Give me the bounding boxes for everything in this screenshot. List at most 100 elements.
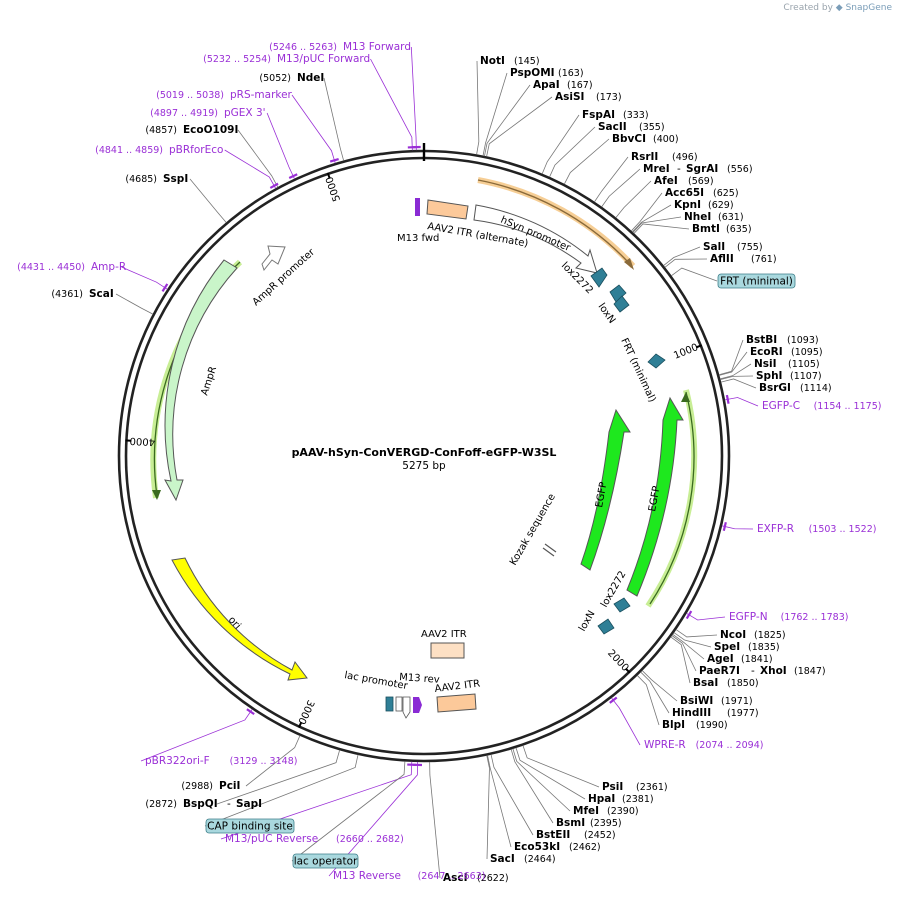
snapgene-logo-icon: ◆ (835, 3, 843, 13)
primer-wpre-r[interactable]: WPRE-R(2074 .. 2094) (644, 739, 763, 751)
ampr-line-head-icon (152, 490, 161, 500)
site-blpi-name: BlpI (662, 719, 685, 731)
site-paer7i[interactable]: PaeR7I (699, 665, 740, 677)
site-fspai[interactable]: FspAI(333) (582, 109, 649, 121)
site-sapi[interactable]: -SapI (227, 798, 262, 810)
site-ncoi-position: (1825) (754, 630, 786, 641)
primer-egfp-c-range: (1154 .. 1175) (814, 401, 882, 412)
site-ndei[interactable]: NdeI(5052) (259, 72, 324, 84)
primer-pbrforeco-name: pBRforEco (169, 144, 223, 156)
site-asci-leader (429, 761, 441, 879)
primer-amp-r-leader (121, 266, 168, 290)
primer-m13-reverse-name: M13 Reverse (333, 870, 401, 882)
site-agei[interactable]: AgeI(1841) (707, 653, 773, 665)
site-asisi[interactable]: AsiSI(173) (555, 91, 622, 103)
primer-exfp-r-name: EXFP-R (757, 523, 794, 535)
tick-mark (695, 344, 703, 349)
primer-amp-r-name: Amp-R (91, 261, 126, 273)
site-sacii[interactable]: SacII(355) (598, 121, 665, 133)
site-xhoi[interactable]: -XhoI(1847) (751, 665, 826, 677)
primer-m13-reverse[interactable]: M13 Reverse(2647 .. 2663) (333, 870, 485, 882)
site-sali[interactable]: SalI(755) (703, 241, 763, 253)
site-nsii-name: NsiI (754, 358, 777, 370)
primer-egfp-n[interactable]: EGFP-N(1762 .. 1783) (729, 611, 848, 623)
site-bsrgi-position: (1114) (800, 383, 832, 394)
site-hindiii[interactable]: HindIII(1977) (672, 707, 759, 719)
site-afei[interactable]: AfeI(569) (654, 175, 714, 187)
site-bmti[interactable]: BmtI(635) (692, 223, 752, 235)
site-bsrgi[interactable]: BsrGI(1114) (759, 382, 832, 394)
site-hindiii-name: HindIII (672, 707, 711, 719)
primer-pgex-3-range: (4897 .. 4919) (150, 108, 218, 119)
site-kpni[interactable]: KpnI(629) (674, 199, 734, 211)
primer-egfp-c[interactable]: EGFP-C(1154 .. 1175) (762, 400, 881, 412)
site-mfei[interactable]: MfeI(2390) (573, 805, 639, 817)
egfp-inner-arrow (580, 408, 631, 571)
site-pcii[interactable]: PciI(2988) (181, 780, 240, 792)
primer-pgex-3-leader (266, 112, 295, 179)
site-rsrii[interactable]: RsrII(496) (631, 151, 698, 163)
site-ecori[interactable]: EcoRI(1095) (750, 346, 823, 358)
site-aflii[interactable]: AflII(761) (710, 253, 777, 265)
primer-pgex-3[interactable]: pGEX 3'(4897 .. 4919) (150, 107, 265, 119)
site-bstbi[interactable]: BstBI(1093) (746, 334, 819, 346)
site-nsii[interactable]: NsiI(1105) (754, 358, 820, 370)
site-rsrii-leader (594, 156, 629, 203)
primer-pbrforeco[interactable]: pBRforEco(4841 .. 4859) (95, 144, 223, 156)
site-psii[interactable]: PsiI(2361) (602, 781, 668, 793)
site-bspqi[interactable]: BspQI(2872) (145, 798, 217, 810)
primer-pbr322ori-f[interactable]: pBR322ori-F(3129 .. 3148) (145, 755, 297, 767)
site-spei-position: (1835) (748, 642, 780, 653)
primer-exfp-r[interactable]: EXFP-R (1503 .. 1522) (757, 523, 876, 535)
site-pspomi-name: PspOMI (510, 67, 555, 79)
site-sspi[interactable]: SspI(4685) (125, 173, 188, 185)
site-mfei-leader (512, 748, 571, 812)
site-blpi[interactable]: BlpI(1990) (662, 719, 728, 731)
site-paer7i-name: PaeR7I (699, 665, 740, 677)
frt-min-label: FRT (minimal) (618, 337, 657, 405)
site-spei[interactable]: SpeI(1835) (714, 641, 780, 653)
site-acc65i[interactable]: Acc65I(625) (665, 187, 739, 199)
site-eco53ki[interactable]: Eco53kI(2462) (514, 841, 601, 853)
ampr-label: AmpR (199, 365, 219, 397)
primer-exfp-r-leader (721, 525, 754, 530)
primer-m13-puc-forward[interactable]: M13/pUC Forward(5232 .. 5254) (203, 53, 370, 65)
site-sphi[interactable]: SphI(1107) (756, 370, 822, 382)
site-noti[interactable]: NotI(145) (480, 55, 540, 67)
site-hpai[interactable]: HpaI(2381) (588, 793, 654, 805)
primer-amp-r[interactable]: Amp-R (4431 .. 4450) (17, 261, 126, 273)
site-hpai-leader (515, 747, 586, 800)
site-scai[interactable]: ScaI(4361) (51, 288, 113, 300)
site-bsteii[interactable]: BstEII(2452) (536, 829, 616, 841)
primer-amp-r-range: (4431 .. 4450) (17, 262, 85, 273)
primer-exfp-r-range: (1503 .. 1522) (809, 524, 877, 535)
primer-m13-forward[interactable]: M13 Forward(5246 .. 5263) (269, 41, 411, 53)
aav2-itr-bottom-label: AAV2 ITR (434, 678, 481, 694)
site-bsmi-position: (2395) (590, 818, 622, 829)
primer-prs-marker[interactable]: pRS-marker(5019 .. 5038) (156, 89, 292, 101)
boxed-cap-binding-site[interactable]: CAP binding site (205, 818, 295, 834)
boxed-lac-operator[interactable]: lac operator (292, 853, 359, 869)
site-apai[interactable]: ApaI(167) (533, 79, 593, 91)
ampr-arrow (164, 259, 238, 502)
site-ecori-leader (719, 351, 748, 376)
site-ecoo109i[interactable]: EcoO109I(4857) (145, 124, 238, 136)
site-sgrai[interactable]: -SgrAI(556) (677, 163, 753, 175)
site-bbvci[interactable]: BbvCI(400) (612, 133, 679, 145)
primer-m13-puc-reverse[interactable]: M13/pUC Reverse(2660 .. 2682) (225, 833, 404, 845)
site-bsmi[interactable]: BsmI(2395) (556, 817, 622, 829)
primer-wpre-r-leader (611, 697, 641, 746)
site-sgrai-name: SgrAI (686, 163, 718, 175)
snapgene-credit: Created by ◆ SnapGene (783, 3, 892, 13)
site-bsiwi[interactable]: BsiWI(1971) (680, 695, 753, 707)
site-ncoi[interactable]: NcoI(1825) (720, 629, 786, 641)
site-asci[interactable]: AscI(2622) (443, 872, 509, 884)
primer-amp-r-bar (161, 283, 169, 292)
site-bsai[interactable]: BsaI(1850) (693, 677, 759, 689)
site-nhei[interactable]: NheI(631) (684, 211, 744, 223)
site-mrei[interactable]: MreI (643, 163, 670, 175)
site-saci[interactable]: SacI(2464) (490, 853, 556, 865)
boxed-frt-minimal[interactable]: FRT (minimal) (717, 273, 796, 289)
site-fspai-name: FspAI (582, 109, 615, 121)
site-pspomi[interactable]: PspOMI(163) (510, 67, 584, 79)
